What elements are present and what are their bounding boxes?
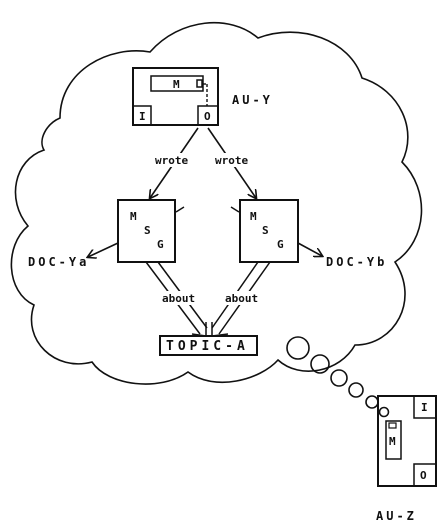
about-label-right: about (225, 292, 258, 305)
message-box-left: M S G (117, 199, 185, 263)
message-letter: M (250, 210, 257, 223)
observer-message-label: M (389, 435, 396, 448)
thought-bubble (378, 406, 390, 418)
author-output-label: O (204, 110, 211, 123)
observer-message-tab (388, 422, 397, 429)
message-box-right: M S G (230, 199, 299, 263)
output-slot-box (197, 105, 219, 126)
thought-bubbles (286, 336, 390, 418)
author-message-label: M (173, 78, 180, 91)
document-label-left: DOC-Ya (28, 255, 89, 269)
about-label-left: about (162, 292, 195, 305)
message-letter: G (277, 238, 284, 251)
observer-output-label: O (420, 469, 427, 482)
message-letter: G (157, 238, 164, 251)
author-box (132, 67, 219, 126)
thought-bubble (348, 382, 364, 398)
wrote-label-right: wrote (215, 154, 248, 167)
document-arrow-right (297, 242, 322, 256)
wrote-label-bg-left (152, 153, 192, 167)
message-box-tick (175, 206, 185, 213)
document-label-right: DOC-Yb (326, 255, 387, 269)
message-letter: S (144, 224, 151, 237)
observer-box (377, 395, 437, 487)
about-label-bg-right (223, 291, 263, 305)
author-node-au-y: M I O (132, 67, 219, 126)
observer-message-slot (385, 420, 402, 460)
observer-input-slot (413, 395, 437, 419)
input-slot-box (132, 105, 152, 126)
thought-bubble (365, 395, 379, 409)
wrote-label-left: wrote (155, 154, 188, 167)
message-box (239, 199, 299, 263)
document-arrow-left (88, 242, 119, 257)
wrote-label-bg-right (212, 153, 252, 167)
observer-name-label: AU-Z (376, 509, 417, 523)
topic-box (159, 335, 258, 356)
thought-bubble (310, 354, 330, 374)
observer-input-label: I (421, 401, 428, 414)
message-slot-tab (196, 79, 203, 88)
observer-node-au-z: I M O (377, 395, 437, 487)
thought-cloud (10, 21, 423, 385)
thought-bubble (330, 369, 348, 387)
message-box-tick (230, 206, 240, 213)
thought-bubble (286, 336, 310, 360)
message-letter: S (262, 224, 269, 237)
author-input-label: I (139, 110, 146, 123)
message-letter: M (130, 210, 137, 223)
topic-label: TOPIC-A (166, 339, 249, 354)
about-label-bg-left (160, 291, 200, 305)
observer-output-slot (413, 463, 437, 487)
author-name-label: AU-Y (232, 93, 273, 107)
